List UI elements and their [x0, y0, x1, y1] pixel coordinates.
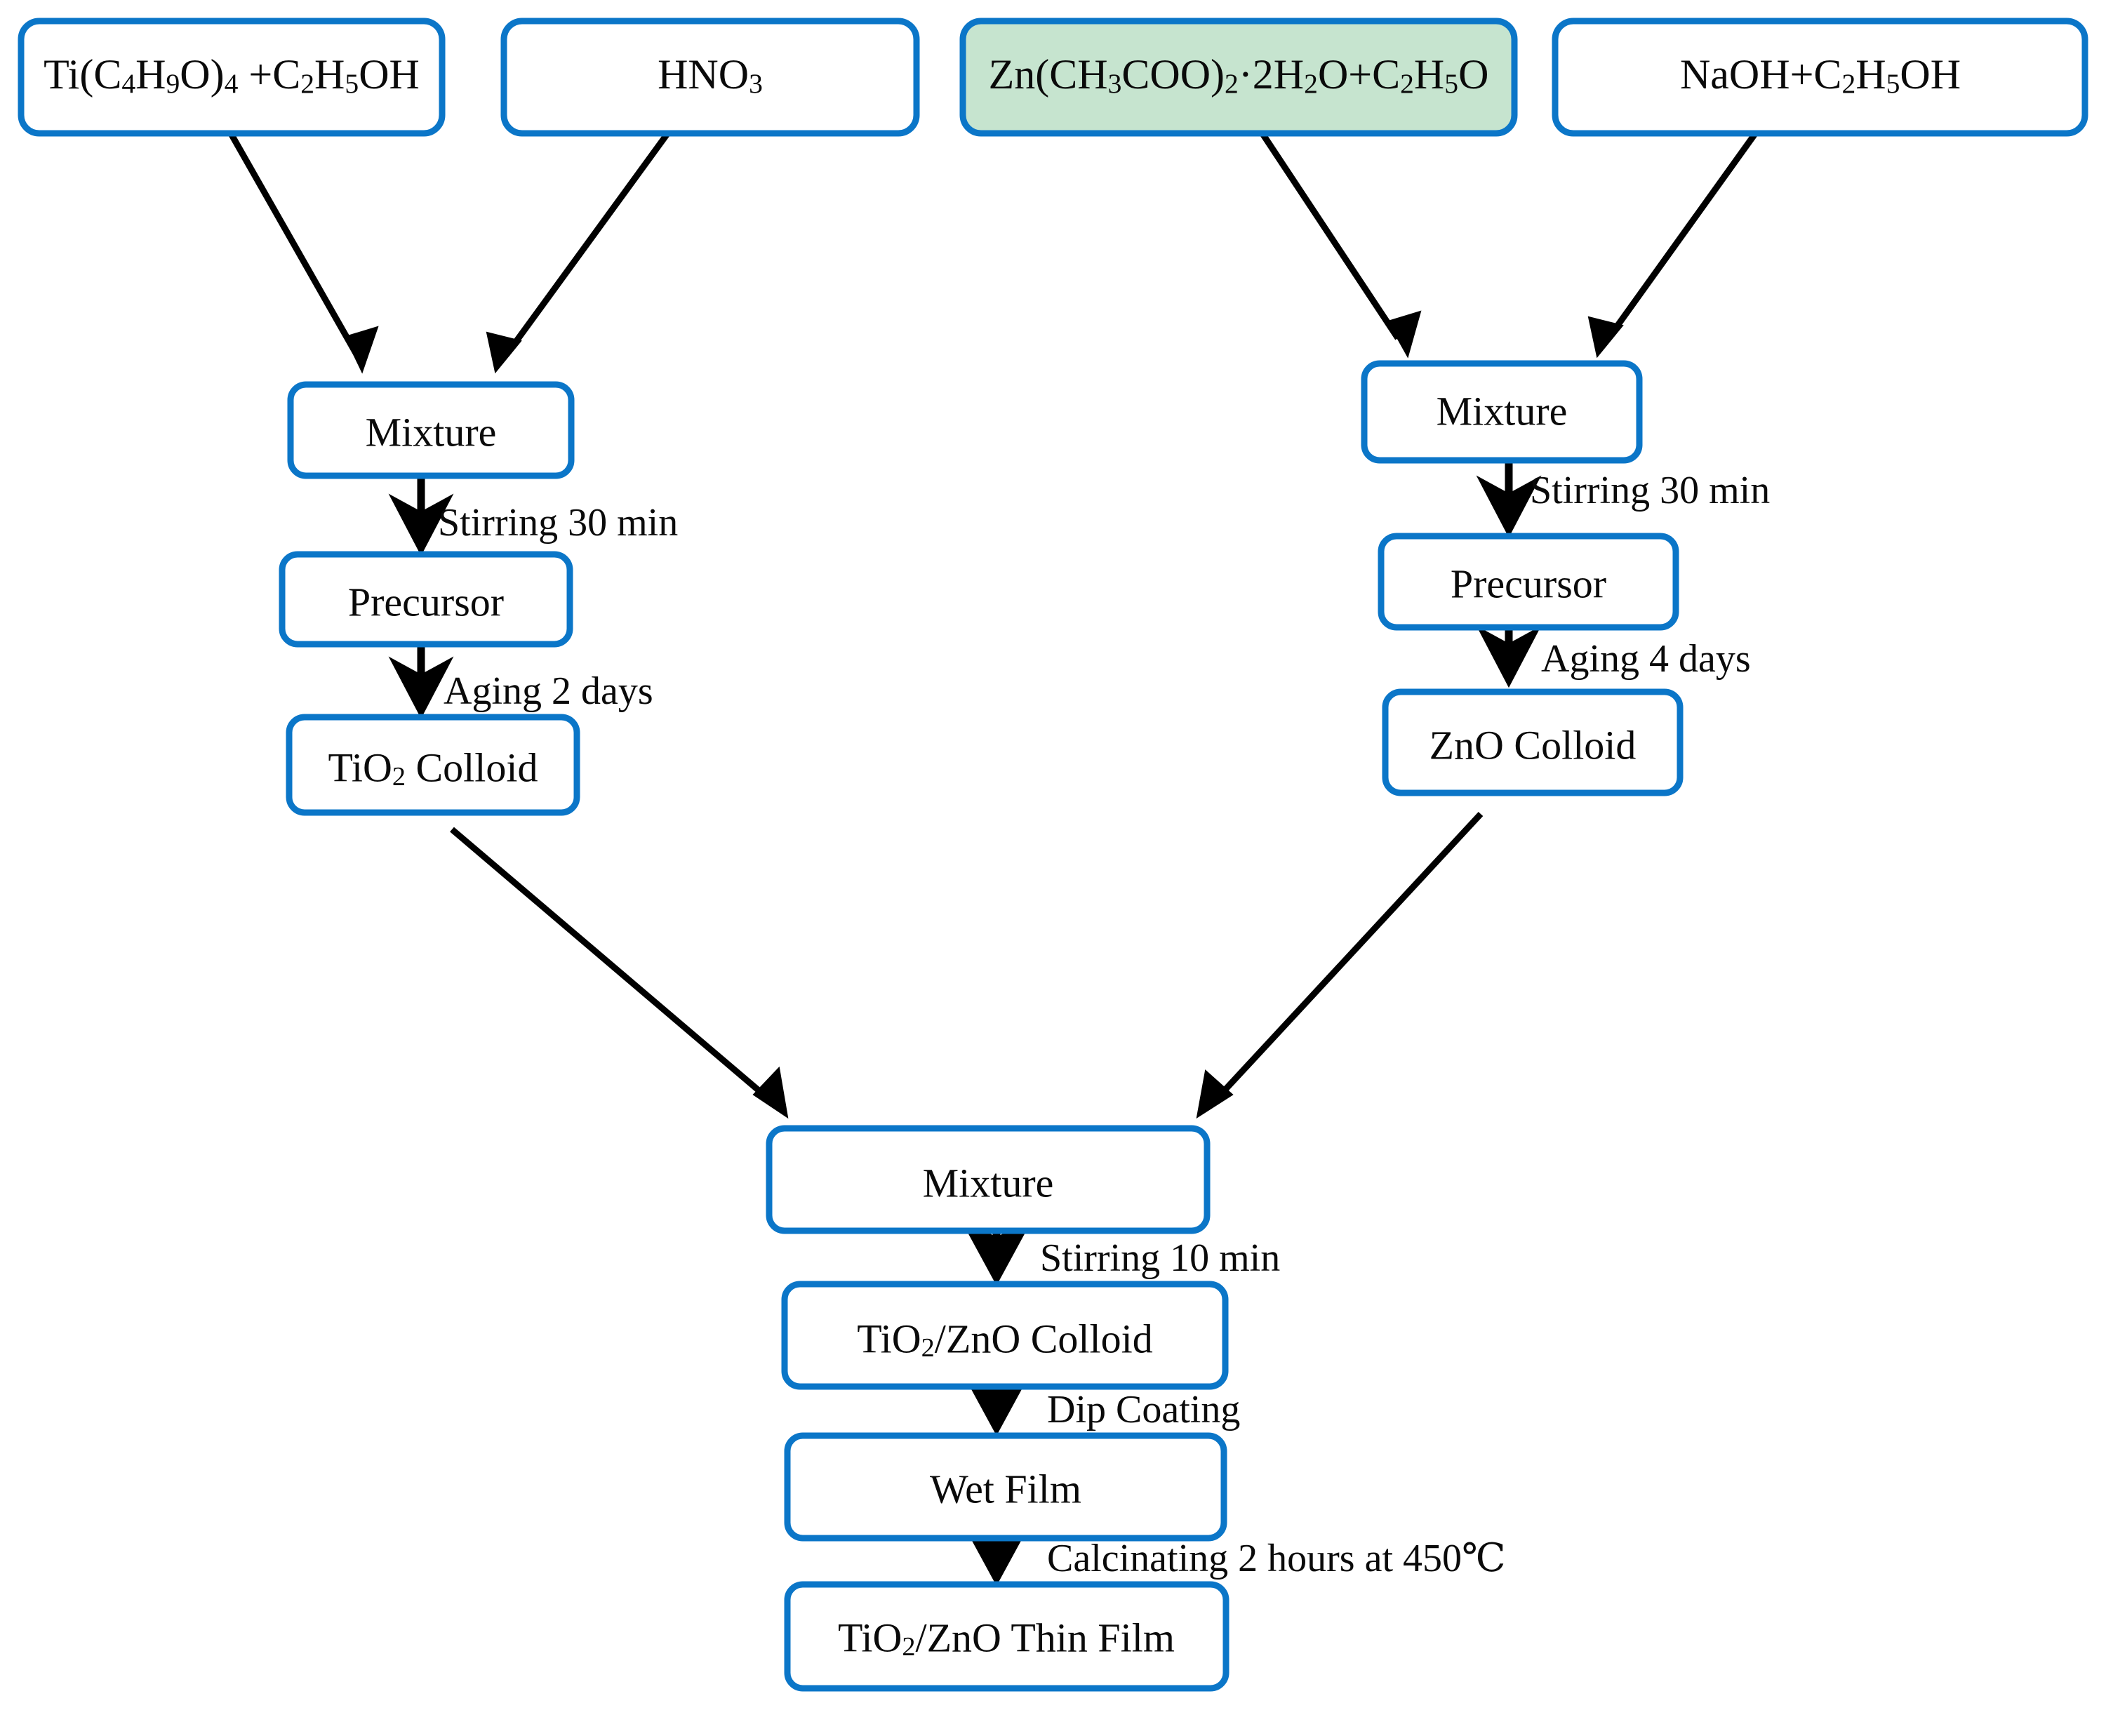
edge-right-precursor-to-zno	[1476, 625, 1542, 688]
tio2-zno-colloid-label: TiO2/ZnO Colloid	[857, 1316, 1153, 1363]
edge-label-left-stirring: Stirring 30 min	[438, 501, 678, 545]
zinc-acetate-source-box[interactable]	[959, 18, 1518, 137]
node-left-mixture[interactable]: Mixture	[287, 381, 575, 479]
edge-zno-to-final-mixture	[1196, 811, 1484, 1119]
left-mixture-box[interactable]	[287, 381, 575, 479]
left-mixture-label: Mixture	[366, 409, 497, 455]
node-right-mixture[interactable]: Mixture	[1361, 360, 1643, 464]
node-right-precursor[interactable]: Precursor	[1378, 533, 1679, 631]
edge-label-final-stirring: Stirring 10 min	[1040, 1236, 1280, 1280]
node-left-precursor[interactable]: Precursor	[279, 551, 573, 648]
naoh-source-box[interactable]	[1552, 18, 2088, 137]
final-mixture-label: Mixture	[923, 1160, 1054, 1206]
thin-film-box[interactable]	[784, 1581, 1229, 1692]
edge-label-right-stirring: Stirring 30 min	[1530, 469, 1770, 512]
final-mixture-box[interactable]	[766, 1125, 1211, 1234]
edge-left-precursor-to-tio2	[388, 644, 454, 719]
node-wet-film[interactable]: Wet Film	[784, 1432, 1227, 1542]
node-tio2-colloid[interactable]: TiO2 Colloid	[286, 714, 580, 816]
right-precursor-label: Precursor	[1451, 561, 1606, 606]
node-hno3-source[interactable]: HNO3	[500, 18, 920, 137]
node-tio2-zno-colloid[interactable]: TiO2/ZnO Colloid	[781, 1281, 1229, 1390]
hno3-source-label: HNO3	[658, 51, 763, 100]
node-ti-precursor-source[interactable]: Ti(C4H9O)4 +C2H5OH	[18, 18, 446, 137]
edge-hno3-to-left-mixture	[486, 133, 669, 374]
node-final-mixture[interactable]: Mixture	[766, 1125, 1211, 1234]
edge-label-dip-coating: Dip Coating	[1047, 1388, 1240, 1431]
right-mixture-box[interactable]	[1361, 360, 1643, 464]
tio2-colloid-box[interactable]	[286, 714, 580, 816]
node-naoh-source[interactable]: NaOH+C2H5OH	[1552, 18, 2088, 137]
tio2-colloid-label: TiO2 Colloid	[328, 745, 538, 792]
node-thin-film[interactable]: TiO2/ZnO Thin Film	[784, 1581, 1229, 1692]
edge-final-mixture-to-colloid	[959, 1217, 1034, 1286]
edge-ti-to-left-mixture	[229, 133, 379, 374]
edge-label-calcinating: Calcinating 2 hours at 450℃	[1047, 1537, 1506, 1580]
right-precursor-box[interactable]	[1378, 533, 1679, 631]
edge-naoh-to-right-mixture	[1587, 133, 1757, 359]
edge-label-left-aging: Aging 2 days	[444, 669, 653, 713]
zno-colloid-label: ZnO Colloid	[1429, 722, 1637, 768]
left-precursor-box[interactable]	[279, 551, 573, 648]
wet-film-label: Wet Film	[930, 1466, 1081, 1511]
edge-tio2-to-final-mixture	[450, 827, 789, 1119]
thin-film-label: TiO2/ZnO Thin Film	[838, 1615, 1175, 1662]
node-zinc-acetate-source[interactable]: Zn(CH3COO)2·2H2O+C2H5O	[959, 18, 1518, 137]
hno3-source-box[interactable]	[500, 18, 920, 137]
zinc-acetate-source-label: Zn(CH3COO)2·2H2O+C2H5O	[989, 51, 1489, 100]
tio2-zno-colloid-box[interactable]	[781, 1281, 1229, 1390]
edge-right-mixture-to-precursor	[1476, 460, 1542, 538]
edge-zinc-to-right-mixture	[1260, 133, 1422, 359]
zno-colloid-box[interactable]	[1382, 688, 1684, 796]
node-zno-colloid[interactable]: ZnO Colloid	[1382, 688, 1684, 796]
ti-precursor-source-box[interactable]	[18, 18, 446, 137]
right-mixture-label: Mixture	[1437, 388, 1568, 434]
naoh-source-label: NaOH+C2H5OH	[1680, 51, 1961, 100]
left-precursor-label: Precursor	[348, 579, 504, 625]
wet-film-box[interactable]	[784, 1432, 1227, 1542]
edge-label-right-aging: Aging 4 days	[1541, 637, 1751, 681]
edge-left-mixture-to-precursor	[388, 476, 454, 556]
